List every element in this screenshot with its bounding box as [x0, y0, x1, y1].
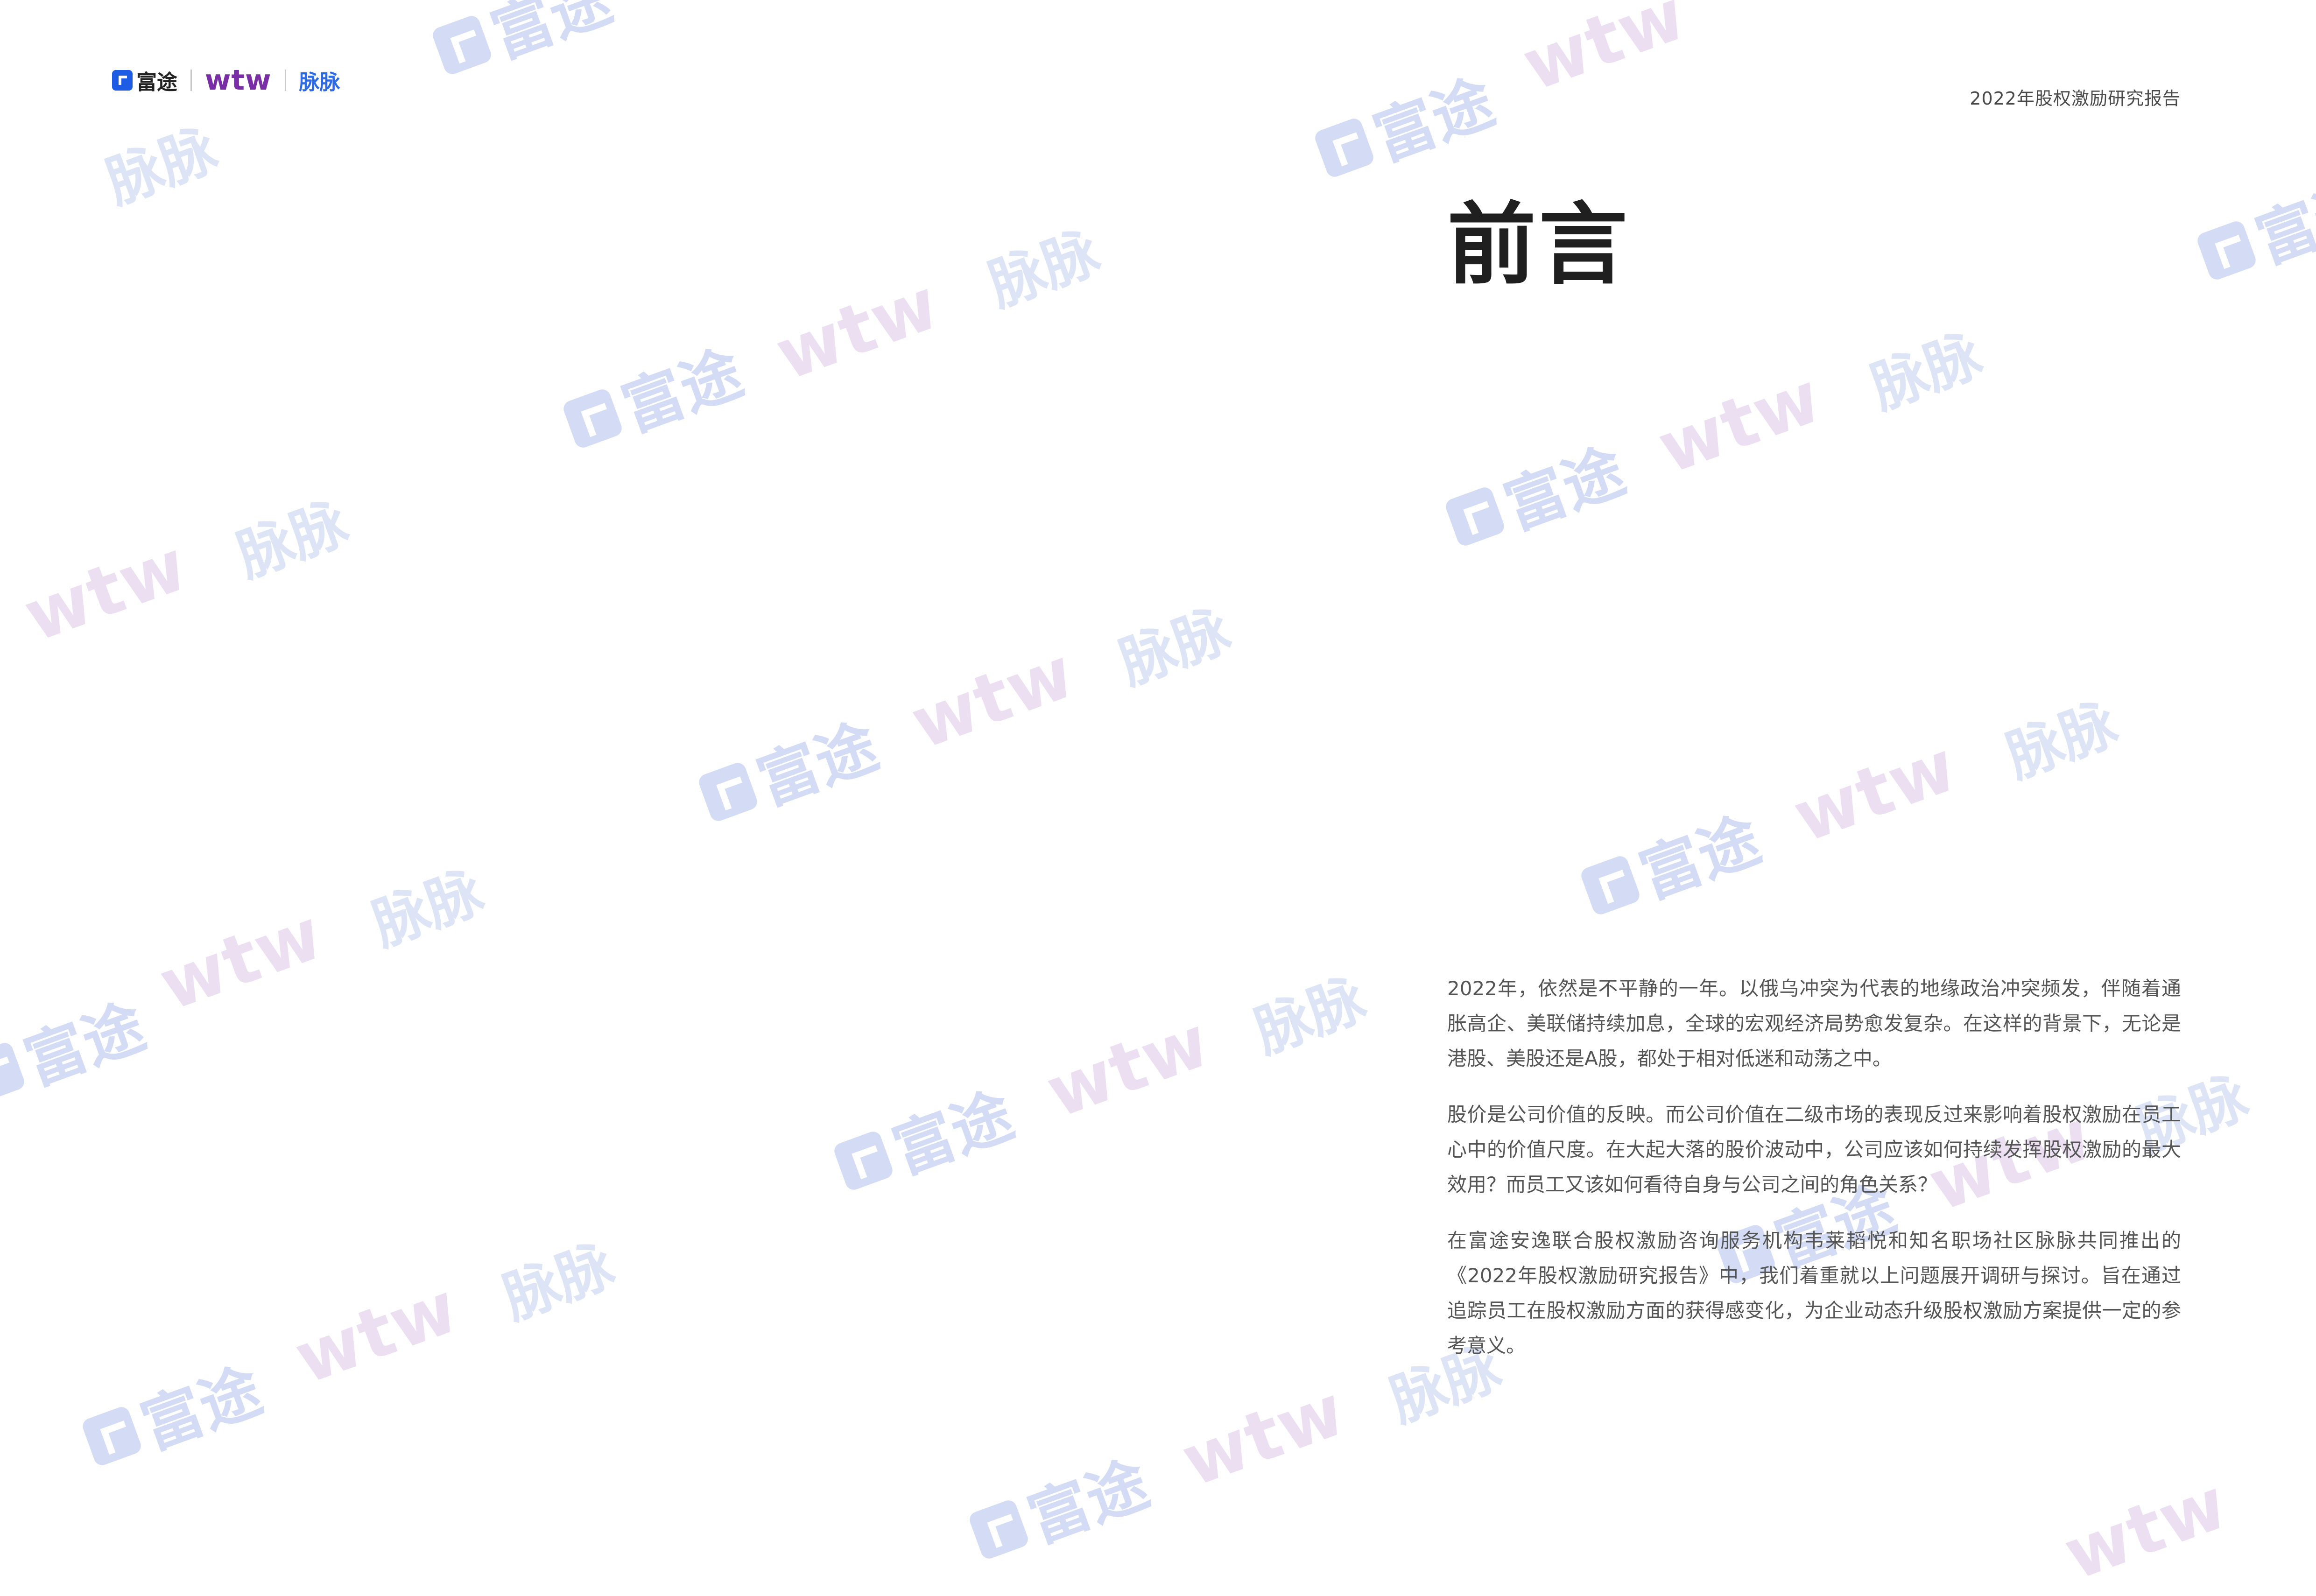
watermark-wtw: wtw [14, 524, 198, 658]
futu-logo-icon [430, 13, 493, 77]
watermark-wtw: wtw [2054, 1462, 2238, 1596]
watermark-wtw: wtw [1172, 1369, 1356, 1503]
watermark-futu: 富途 [690, 698, 888, 842]
preface-paragraph: 2022年，依然是不平静的一年。以俄乌冲突为代表的地缘政治冲突频发，伴随着通胀高… [1447, 977, 2181, 1070]
watermark-futu: 富途 [555, 324, 753, 468]
futu-logo: 富途 [112, 65, 177, 95]
logo-divider [284, 70, 286, 91]
watermark-wtw: wtw [1036, 1000, 1220, 1134]
watermark-wtw: wtw [149, 893, 333, 1027]
futu-logo-icon [112, 70, 133, 91]
watermark-futu: 富途 [74, 1342, 272, 1486]
watermark-wtw: wtw [901, 632, 1085, 765]
brand-logos: 富途 wtw 脉脉 [112, 65, 340, 95]
watermark-maimai: 脉脉 [98, 117, 226, 217]
watermark-maimai: 脉脉 [1863, 322, 1991, 422]
watermark-wtw: wtw [766, 263, 950, 396]
watermark-wtw: wtw [1513, 0, 1697, 107]
watermark-maimai: 脉脉 [1111, 598, 1239, 697]
watermark-futu: 富途 [825, 1067, 1023, 1210]
report-title: 2022年股权激励研究报告 [1970, 88, 2181, 109]
watermark-futu: 富途 [0, 978, 155, 1122]
futu-logo-icon [1579, 853, 1642, 917]
futu-logo-icon [967, 1498, 1030, 1561]
futu-logo-icon [832, 1129, 895, 1192]
futu-logo-icon [2195, 218, 2258, 282]
futu-logo-icon [561, 387, 624, 450]
watermark-wtw: wtw [285, 1266, 469, 1400]
watermark-maimai: 脉脉 [1246, 966, 1374, 1066]
futu-logo-text: 富途 [136, 70, 177, 94]
wtw-logo: wtw [205, 64, 272, 97]
watermark-maimai: 脉脉 [364, 859, 492, 959]
maimai-logo: 脉脉 [299, 70, 340, 94]
watermark-futu: 富途 [2189, 156, 2316, 300]
watermark-wtw: wtw [1648, 356, 1832, 490]
watermark-maimai: 脉脉 [980, 219, 1108, 319]
futu-logo-icon [80, 1404, 143, 1468]
logo-divider [190, 70, 192, 91]
page-heading: 前言 [1447, 193, 1631, 296]
preface-body: 2022年，依然是不平静的一年。以俄乌冲突为代表的地缘政治冲突频发，伴随着通胀高… [1447, 971, 2181, 1384]
futu-logo-icon [0, 1040, 27, 1104]
watermark-futu: 富途 [961, 1435, 1159, 1579]
futu-logo-icon [1313, 116, 1376, 179]
watermark-futu: 富途 [1572, 791, 1770, 935]
watermark-futu: 富途 [424, 0, 622, 94]
watermark-maimai: 脉脉 [495, 1232, 623, 1332]
watermark-wtw: wtw [1783, 725, 1967, 858]
futu-logo-icon [1443, 485, 1506, 548]
watermark-maimai: 脉脉 [1998, 691, 2126, 791]
watermark-maimai: 脉脉 [229, 490, 357, 590]
watermark-futu: 富途 [1437, 422, 1635, 566]
preface-paragraph: 在富途安逸联合股权激励咨询服务机构韦莱韬悦和知名职场社区脉脉共同推出的《2022… [1447, 1229, 2181, 1357]
preface-paragraph: 股价是公司价值的反映。而公司价值在二级市场的表现反过来影响着股权激励在员工心中的… [1447, 1103, 2181, 1196]
futu-logo-icon [697, 760, 760, 823]
